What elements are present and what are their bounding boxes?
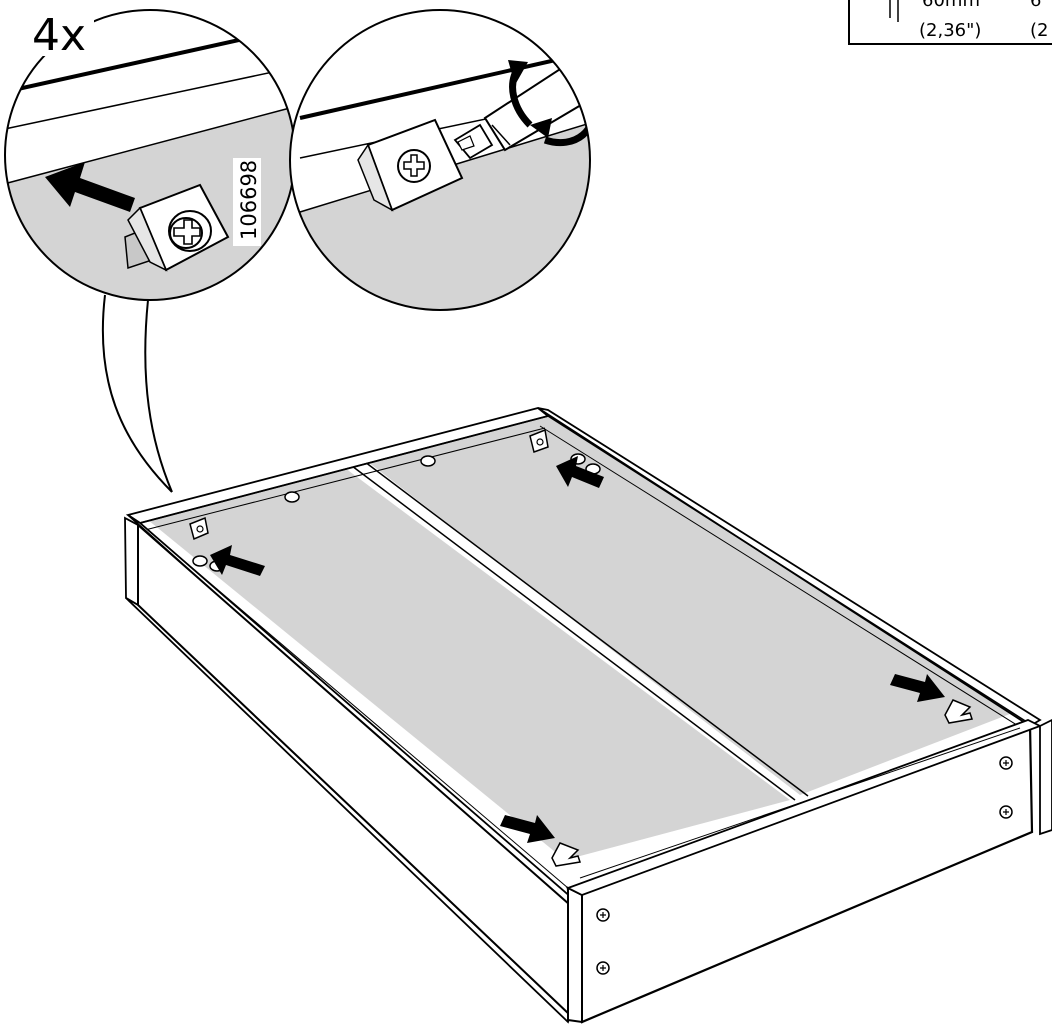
corner-fitting xyxy=(124,183,230,272)
cross-screw-icon xyxy=(397,149,431,183)
base-panel-right xyxy=(368,415,1015,795)
dimension-inch-label: (2,36") xyxy=(919,20,981,41)
dimension-inch-label-2: (2 xyxy=(1030,20,1048,41)
cross-screw-icon xyxy=(168,210,212,252)
cross-screw-icon xyxy=(999,805,1013,819)
base-panel-left xyxy=(148,468,790,860)
detail-circle-screwing xyxy=(289,9,591,311)
corner-fitting xyxy=(529,428,549,453)
cross-screw-icon xyxy=(596,908,610,922)
corner-fitting xyxy=(944,699,973,724)
arrow-icon xyxy=(45,162,135,212)
part-number-label: 106698 xyxy=(237,160,261,240)
rotate-arrow-icon xyxy=(508,60,590,147)
cross-screw-icon xyxy=(596,961,610,975)
dimension-box: 60mm (2,36") 6 (2 xyxy=(848,0,1052,45)
dimension-mm-label: 60mm xyxy=(922,0,980,11)
corner-fitting xyxy=(189,516,209,541)
cross-screw-icon xyxy=(999,756,1013,770)
quantity-label: 4x xyxy=(32,10,86,61)
corner-fitting-installed xyxy=(357,118,464,212)
arrow-icon xyxy=(210,456,945,843)
dimension-mm-label-2: 6 xyxy=(1030,0,1041,11)
corner-fitting xyxy=(551,842,581,867)
callout-tail xyxy=(101,294,173,493)
drawer-frame xyxy=(124,407,1052,1024)
detail-circle-insert xyxy=(4,9,296,301)
